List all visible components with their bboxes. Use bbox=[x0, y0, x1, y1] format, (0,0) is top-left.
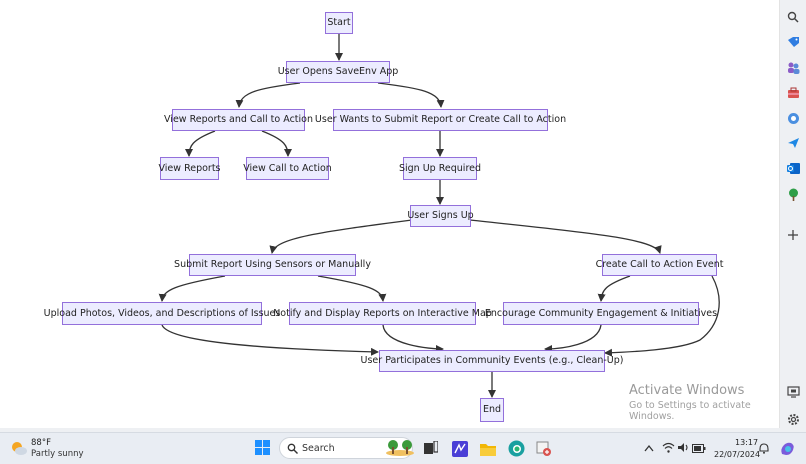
screen-icon[interactable] bbox=[786, 385, 800, 399]
edge-browser-icon[interactable] bbox=[507, 439, 525, 457]
people-icon[interactable] bbox=[786, 60, 800, 74]
toolbox-icon[interactable] bbox=[786, 86, 800, 100]
edge-opens-wants bbox=[377, 82, 445, 108]
edge-create-encourage bbox=[597, 275, 631, 302]
weather-icon[interactable] bbox=[10, 439, 28, 457]
node-start: Start bbox=[325, 12, 353, 34]
windows-start-icon[interactable] bbox=[254, 439, 271, 456]
edge-signs-create bbox=[469, 219, 662, 254]
edge-opens-view bbox=[235, 82, 301, 108]
copilot-icon[interactable] bbox=[786, 111, 800, 125]
settings-icon[interactable] bbox=[786, 412, 800, 426]
search-icon[interactable] bbox=[786, 10, 800, 24]
node-upload-photos: Upload Photos, Videos, and Descriptions … bbox=[44, 302, 280, 325]
node-view-reports-and-cta: View Reports and Call to Action bbox=[164, 109, 313, 131]
edge-view-reports bbox=[185, 130, 216, 157]
flow-edges bbox=[158, 34, 720, 398]
edge-create-participates bbox=[604, 275, 720, 357]
edge-signs-submit bbox=[269, 219, 413, 254]
node-view-reports: View Reports bbox=[159, 157, 221, 180]
taskbar-search-input[interactable]: Search bbox=[279, 437, 413, 459]
edge-submit-upload bbox=[158, 275, 226, 302]
tag-icon[interactable] bbox=[786, 35, 800, 49]
search-icon bbox=[287, 443, 298, 454]
node-encourage-engagement: Encourage Community Engagement & Initiat… bbox=[485, 302, 717, 325]
copilot-taskbar-icon[interactable] bbox=[779, 440, 795, 456]
volume-icon[interactable] bbox=[677, 441, 690, 454]
tool-app-icon[interactable] bbox=[535, 440, 552, 457]
widget-landscape-icon[interactable] bbox=[385, 438, 415, 458]
wifi-icon[interactable] bbox=[662, 441, 675, 454]
file-explorer-icon[interactable] bbox=[479, 440, 496, 457]
node-user-signs-up: User Signs Up bbox=[407, 205, 474, 227]
node-user-participates: User Participates in Community Events (e… bbox=[361, 350, 623, 372]
diagram-canvas: Start User Opens SaveEnv App View Report… bbox=[0, 0, 780, 428]
weather-temperature[interactable]: 88°F bbox=[31, 438, 51, 448]
edge-notify-participates bbox=[382, 324, 444, 353]
search-placeholder: Search bbox=[302, 443, 335, 454]
task-view-icon[interactable] bbox=[423, 440, 439, 456]
clock-date[interactable]: 22/07/2024 bbox=[714, 450, 761, 459]
clock-time[interactable]: 13:17 bbox=[735, 438, 759, 447]
edge-sidebar bbox=[780, 0, 806, 432]
node-submit-report: Submit Report Using Sensors or Manually bbox=[174, 254, 371, 276]
node-user-wants-submit: User Wants to Submit Report or Create Ca… bbox=[315, 109, 566, 131]
node-notify-display: Notify and Display Reports on Interactiv… bbox=[273, 302, 492, 325]
node-end: End bbox=[480, 398, 504, 422]
tree-icon[interactable] bbox=[786, 187, 800, 201]
edge-upload-participates bbox=[161, 324, 379, 356]
activate-windows-subtitle: Go to Settings to activate Windows. bbox=[629, 400, 751, 422]
node-view-call-to-action: View Call to Action bbox=[243, 157, 332, 180]
edge-encourage-participates bbox=[544, 324, 602, 353]
activate-windows-title: Activate Windows bbox=[629, 383, 745, 398]
send-icon[interactable] bbox=[786, 136, 800, 150]
node-user-opens-app: User Opens SaveEnv App bbox=[278, 61, 398, 83]
node-sign-up-required: Sign Up Required bbox=[399, 157, 481, 180]
battery-icon[interactable] bbox=[692, 442, 706, 454]
notification-bell-icon[interactable] bbox=[758, 442, 770, 454]
weather-description[interactable]: Partly sunny bbox=[31, 449, 84, 459]
studio-app-icon[interactable] bbox=[451, 440, 468, 457]
node-create-cta-event: Create Call to Action Event bbox=[596, 254, 723, 276]
outlook-icon[interactable] bbox=[786, 161, 800, 175]
chevron-up-icon[interactable] bbox=[643, 442, 655, 454]
edge-view-cta bbox=[261, 130, 292, 157]
edge-submit-notify bbox=[317, 275, 387, 302]
add-icon[interactable] bbox=[786, 228, 800, 242]
